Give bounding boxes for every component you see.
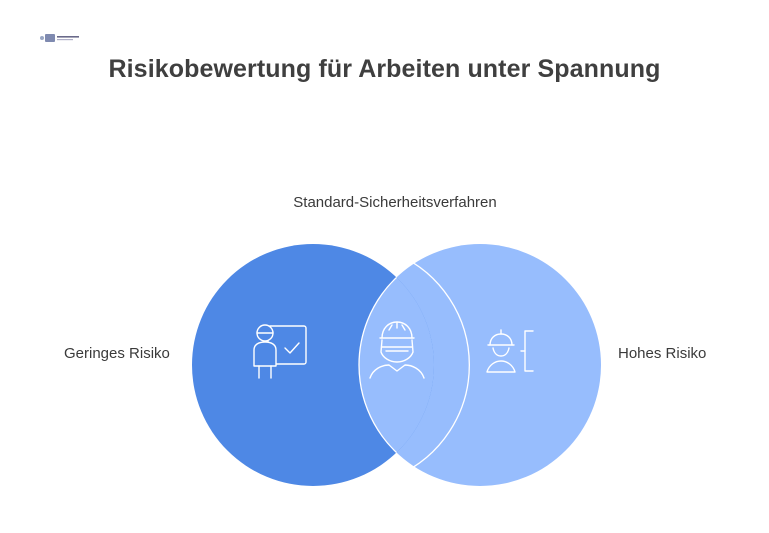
page-title: Risikobewertung für Arbeiten unter Spann… [108,55,661,83]
worker-checklist-icon [253,324,307,379]
masked-worker-icon [369,321,425,379]
brand-logo-icon [38,31,82,45]
venn-center-label: Standard-Sicherheitsverfahren [293,194,497,211]
overlap-outline [396,253,470,477]
hardhat-worker-icon [486,329,534,373]
venn-circle-low-risk [192,244,434,486]
venn-left-label: Geringes Risiko [64,345,170,362]
venn-right-label: Hohes Risiko [618,345,707,362]
venn-circle-high-risk [359,244,601,486]
